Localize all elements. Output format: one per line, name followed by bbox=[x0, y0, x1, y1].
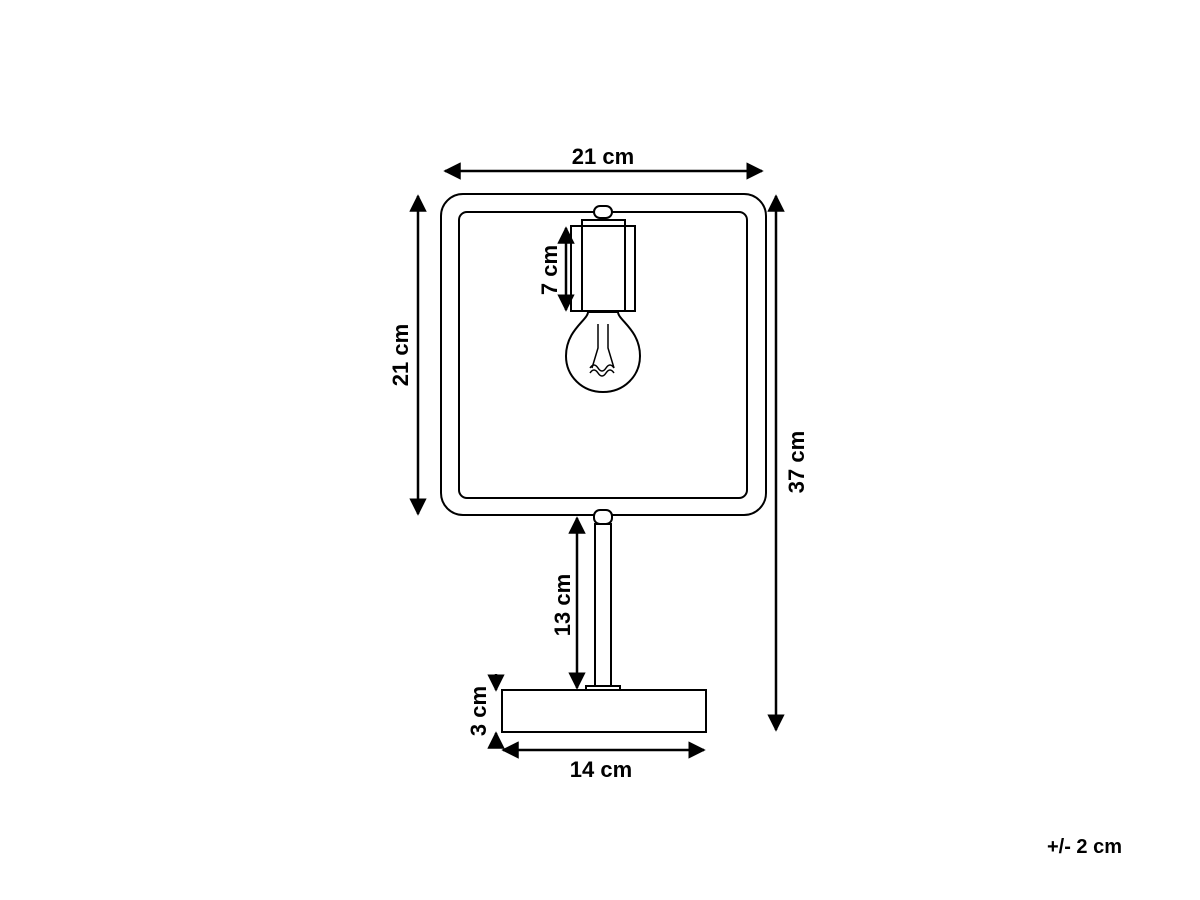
bulb-socket bbox=[570, 219, 636, 312]
light-bulb bbox=[564, 311, 642, 394]
frame-height-label: 21 cm bbox=[388, 324, 413, 386]
top-connector bbox=[593, 205, 613, 219]
stem-height-label: 13 cm bbox=[550, 574, 575, 636]
frame-width-label: 21 cm bbox=[572, 144, 634, 169]
total-height-label: 37 cm bbox=[784, 431, 809, 493]
lamp-base bbox=[501, 689, 707, 733]
base-height-label: 3 cm bbox=[466, 686, 491, 736]
socket-height-label: 7 cm bbox=[537, 245, 562, 295]
base-width-label: 14 cm bbox=[570, 757, 632, 782]
lamp-stem bbox=[585, 509, 621, 691]
tolerance-note: +/- 2 cm bbox=[1046, 836, 1122, 858]
